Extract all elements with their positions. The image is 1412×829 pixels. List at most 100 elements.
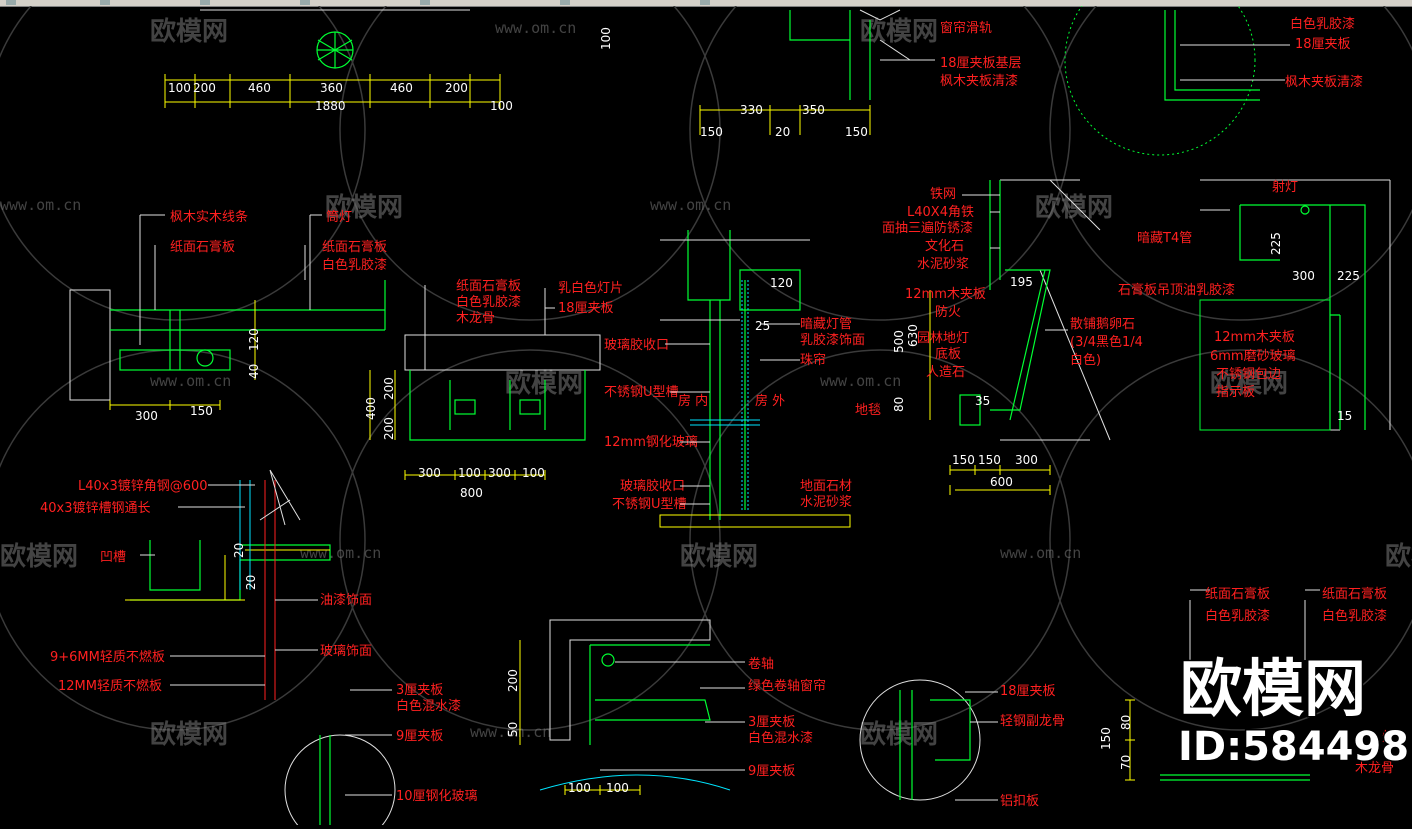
annotation-label: L40X4角铁 xyxy=(907,205,974,220)
dim-label: 150 xyxy=(978,453,1001,467)
annotation-label: 18厘夹板基层 xyxy=(940,56,1022,71)
watermark-brand: 欧模网 xyxy=(325,192,403,223)
dim-label: 150 xyxy=(845,125,868,139)
toolbar-button[interactable] xyxy=(100,0,110,5)
watermark-url: www.om.cn xyxy=(300,544,381,562)
dim-label: 150 xyxy=(952,453,975,467)
dim-label: 100 xyxy=(522,466,545,480)
dim-label: 20 xyxy=(775,125,790,139)
annotation-label: 枫木实木线条 xyxy=(170,209,248,225)
dim-label: 800 xyxy=(460,486,483,500)
annotation-label: 文化石 xyxy=(925,239,964,254)
dim-label: 80 xyxy=(892,397,906,412)
dim-label: 100 xyxy=(458,466,481,480)
annotation-label: 玻璃饰面 xyxy=(320,644,372,659)
detail-spotlight-wall[interactable]: 225 300 225 15 射灯 暗藏T4管 石膏板吊顶油乳胶漆 12mm木夹… xyxy=(1118,179,1391,431)
annotation-label: 白色乳胶漆 xyxy=(1322,608,1387,624)
dim-label: 300 xyxy=(418,466,441,480)
annotation-label: 水泥砂浆 xyxy=(917,257,969,272)
watermark-brand: 欧模网 xyxy=(150,16,228,47)
dim-label: 150 xyxy=(1099,727,1113,750)
annotation-label: 木龙骨 xyxy=(456,311,495,326)
annotation-label: 房 外 xyxy=(755,393,785,409)
dim-label: 100 xyxy=(168,81,191,95)
watermark-url: www.om.cn xyxy=(495,19,576,37)
annotation-label: 白色) xyxy=(1070,352,1101,368)
detail-top-right-circle[interactable]: 白色乳胶漆 18厘夹板 枫木夹板清漆 xyxy=(1064,0,1363,156)
detail-top-left[interactable]: 100 200 460 360 460 200 1880 100 xyxy=(164,9,513,113)
cad-toolbar-strip[interactable] xyxy=(0,0,1412,7)
annotation-label: 房 内 xyxy=(678,393,708,409)
annotation-label: 散铺鹅卵石 xyxy=(1070,316,1135,332)
annotation-label: 18厘夹板 xyxy=(1295,37,1351,52)
annotation-label: 水泥砂浆 xyxy=(800,495,852,510)
dim-label: 600 xyxy=(990,475,1013,489)
annotation-label: 园林地灯 xyxy=(917,331,969,346)
detail-curtain-box[interactable]: 330 350 150 20 150 100 窗帘滑轨 18厘夹板基层 枫木夹板… xyxy=(599,9,1022,139)
annotation-label: 纸面石膏板 xyxy=(170,239,235,255)
detail-steel-angle[interactable]: 20 20 L40x3镀锌角钢@600 40x3镀锌槽钢通长 凹槽 油漆饰面 9… xyxy=(40,469,372,700)
detail-light-box[interactable]: 400 200 200 300 100 300 100 800 纸面石膏板 白色… xyxy=(364,278,623,500)
dim-label: 300 xyxy=(135,409,158,423)
annotation-label: 轻钢副龙骨 xyxy=(1000,714,1065,729)
annotation-label: 纸面石膏板 xyxy=(456,278,521,294)
annotation-label: 油漆饰面 xyxy=(320,592,372,608)
watermark-url: www.om.cn xyxy=(0,196,81,214)
annotation-label: 12MM轻质不燃板 xyxy=(58,678,162,694)
annotation-label: L40x3镀锌角钢@600 xyxy=(78,478,208,494)
detail-planter[interactable]: 195 500 630 80 35 150 150 300 600 铁网 L40… xyxy=(855,179,1143,495)
dim-label: 50 xyxy=(506,722,520,737)
annotation-label: 乳白色灯片 xyxy=(558,280,623,296)
annotation-label: 地毯 xyxy=(855,403,881,418)
watermark-big-brand: 欧模网 xyxy=(1180,652,1366,725)
watermark-url: www.om.cn xyxy=(820,372,901,390)
detail-bottom-left-circle[interactable]: 3厘夹板 白色混水漆 9厘夹板 10厘钢化玻璃 xyxy=(284,683,478,829)
toolbar-button[interactable] xyxy=(300,0,310,5)
annotation-label: 玻璃胶收口 xyxy=(604,337,669,353)
watermark-brand: 欧模网 xyxy=(860,719,938,750)
annotation-label: 面抽三遍防锈漆 xyxy=(882,220,973,236)
annotation-label: 白色乳胶漆 xyxy=(1205,608,1270,624)
annotation-label: 9厘夹板 xyxy=(396,729,443,744)
toolbar-button[interactable] xyxy=(420,0,430,5)
dim-label: 200 xyxy=(193,81,216,95)
annotation-label: 灯 xyxy=(1382,730,1395,745)
watermark-id: ID:584498 xyxy=(1178,724,1409,770)
detail-glass-partition[interactable]: 120 25 玻璃胶收口 不锈钢U型槽 12mm钢化玻璃 玻璃胶收口 不锈钢U型… xyxy=(604,230,865,528)
toolbar-button[interactable] xyxy=(200,0,210,5)
toolbar-button[interactable] xyxy=(6,0,16,5)
annotation-label: 凹槽 xyxy=(100,550,126,565)
detail-ceiling-downlight[interactable]: 300 150 120 40 枫木实木线条 筒灯 纸面石膏板 纸面石膏板 白色乳… xyxy=(69,209,387,423)
dim-label: 200 xyxy=(382,377,396,400)
dim-label: 630 xyxy=(906,324,920,347)
watermark-url: www.om.cn xyxy=(650,196,731,214)
annotation-label: 40x3镀锌槽钢通长 xyxy=(40,500,151,516)
toolbar-button[interactable] xyxy=(560,0,570,5)
dim-label: 330 xyxy=(740,103,763,117)
annotation-label: 白色混水漆 xyxy=(396,698,461,714)
annotation-label: 白色乳胶漆 xyxy=(322,257,387,273)
annotation-label: 9+6MM轻质不燃板 xyxy=(50,649,165,665)
dim-label: 15 xyxy=(1337,409,1352,423)
toolbar-button[interactable] xyxy=(700,0,710,5)
detail-roller-blind[interactable]: 200 50 100 100 卷轴 绿色卷轴窗帘 3厘夹板 白色混水漆 9厘夹板 xyxy=(506,619,826,795)
dim-label: 100 xyxy=(599,27,613,50)
watermark-brand: 欧模网 xyxy=(1210,368,1288,399)
annotation-label: 底板 xyxy=(935,346,961,362)
detail-aluminum-ceiling[interactable]: 18厘夹板 轻钢副龙骨 铝扣板 xyxy=(859,679,1065,809)
dim-label: 400 xyxy=(364,397,378,420)
detail-bottom-right-ceiling[interactable]: 80 150 70 纸面石膏板 白色乳胶漆 纸面石膏板 白色乳胶漆 灯 木龙骨 xyxy=(1099,586,1395,781)
dim-label: 200 xyxy=(506,669,520,692)
annotation-label: 指示板 xyxy=(1216,385,1255,400)
annotation-label: 枫木夹板清漆 xyxy=(1285,74,1363,90)
dim-label: 120 xyxy=(247,328,261,351)
watermark-logo-block: 欧模网 ID:584498 xyxy=(1177,651,1411,772)
watermark-brand: 欧模网 xyxy=(0,541,78,572)
dim-label: 100 xyxy=(490,99,513,113)
dim-label: 200 xyxy=(382,417,396,440)
dim-label: 350 xyxy=(802,103,825,117)
annotation-label: 12mm钢化玻璃 xyxy=(604,435,698,450)
annotation-label: 纸面石膏板 xyxy=(322,239,387,255)
